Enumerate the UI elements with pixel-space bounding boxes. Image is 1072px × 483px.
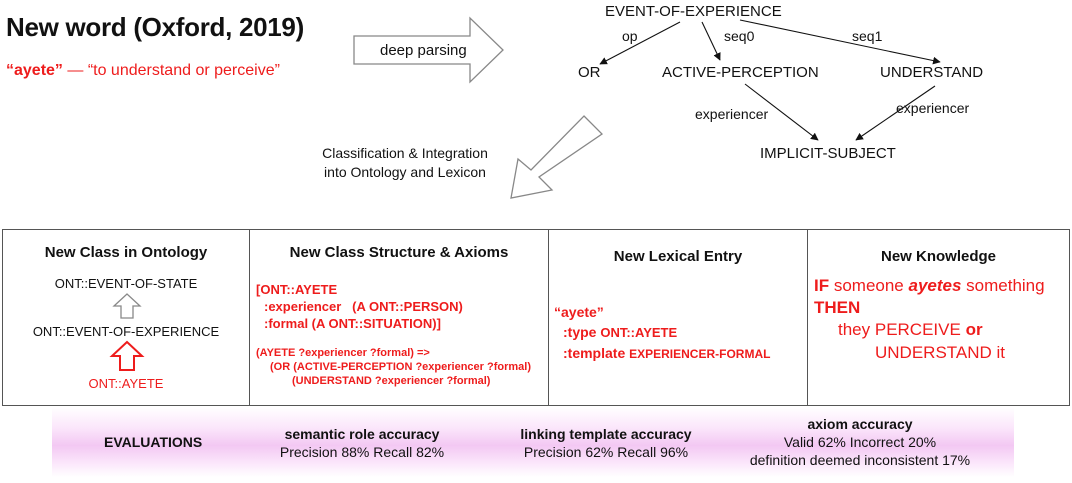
node-understand: UNDERSTAND bbox=[880, 64, 984, 81]
deep-parsing-arrow-icon bbox=[353, 16, 504, 84]
knowledge-understand: UNDERSTAND it bbox=[875, 343, 1006, 362]
semantic-role-title: semantic role accuracy bbox=[284, 426, 440, 442]
classification-line-2: into Ontology and Lexicon bbox=[324, 164, 486, 180]
definition-dash: — bbox=[62, 62, 88, 79]
ontology-new-class: ONT::AYETE bbox=[88, 376, 164, 391]
knowledge-something: something bbox=[961, 276, 1045, 295]
node-active-perception: ACTIVE-PERCEPTION bbox=[662, 64, 819, 81]
edge-experiencer-left-line bbox=[744, 83, 819, 141]
knowledge-if: IF bbox=[814, 276, 830, 295]
knowledge-they: they PERCEIVE bbox=[838, 320, 966, 339]
semantic-role-accuracy: semantic role accuracy Precision 88% Rec… bbox=[252, 425, 472, 461]
up-arrow-gray-icon bbox=[112, 293, 142, 319]
edge-label-experiencer-left: experiencer bbox=[695, 106, 769, 122]
lexical-type-line: :type ONT::AYETE bbox=[563, 324, 677, 340]
axiom-line-2: (OR (ACTIVE-PERCEPTION ?experiencer ?for… bbox=[270, 361, 531, 373]
lexical-template-key: :template bbox=[563, 345, 626, 361]
node-event-of-experience: EVENT-OF-EXPERIENCE bbox=[605, 3, 782, 20]
lexical-type-key: :type bbox=[563, 324, 597, 340]
edge-label-experiencer-right: experiencer bbox=[896, 100, 970, 116]
node-or: OR bbox=[578, 64, 601, 81]
panel-title-knowledge: New Knowledge bbox=[880, 248, 996, 265]
node-implicit-subject: IMPLICIT-SUBJECT bbox=[760, 145, 896, 162]
linking-template-values: Precision 62% Recall 96% bbox=[523, 444, 689, 460]
axiom-line-1: (AYETE ?experiencer ?formal) => bbox=[256, 347, 430, 359]
evaluations-label: EVALUATIONS bbox=[104, 434, 203, 450]
panel-new-knowledge: New Knowledge IF someone ayetes somethin… bbox=[807, 229, 1070, 406]
classification-arrow-icon bbox=[510, 115, 604, 199]
knowledge-or: or bbox=[965, 320, 983, 339]
panel-new-lexical-entry: New Lexical Entry “ayete” :type ONT::AYE… bbox=[548, 229, 808, 406]
panel-title-structure: New Class Structure & Axioms bbox=[289, 244, 509, 261]
edge-seq1-line bbox=[739, 19, 941, 65]
axiom-accuracy-line-1: Valid 62% Incorrect 20% bbox=[783, 434, 937, 450]
ontology-middle-class: ONT::EVENT-OF-EXPERIENCE bbox=[32, 324, 220, 339]
structure-line-2: :experiencer (A ONT::PERSON) bbox=[264, 299, 463, 314]
axiom-accuracy-title: axiom accuracy bbox=[807, 416, 913, 432]
edge-op-line bbox=[599, 21, 681, 65]
axiom-line-3: (UNDERSTAND ?experiencer ?formal) bbox=[292, 375, 491, 387]
lexical-type-value: ONT::AYETE bbox=[600, 325, 678, 340]
evaluations-band: EVALUATIONS semantic role accuracy Preci… bbox=[52, 407, 1014, 477]
edge-label-seq0: seq0 bbox=[724, 28, 755, 44]
knowledge-then: THEN bbox=[814, 298, 861, 317]
edge-label-seq1: seq1 bbox=[852, 28, 883, 44]
lexical-template-value: EXPERIENCER-FORMAL bbox=[629, 347, 771, 361]
structure-line-3: :formal (A ONT::SITUATION)] bbox=[264, 316, 441, 331]
knowledge-verb: ayetes bbox=[908, 276, 962, 295]
edge-experiencer-right-line bbox=[855, 85, 936, 141]
panel-title-lexical: New Lexical Entry bbox=[613, 248, 743, 265]
linking-template-title: linking template accuracy bbox=[520, 426, 692, 442]
lexical-template-line: :template EXPERIENCER-FORMAL bbox=[563, 345, 770, 361]
new-word: “ayete” bbox=[6, 62, 63, 79]
ontology-arrows bbox=[109, 293, 145, 371]
word-definition: “to understand or perceive” bbox=[87, 62, 280, 79]
ontology-parent-class: ONT::EVENT-OF-STATE bbox=[54, 276, 198, 291]
classification-line-1: Classification & Integration bbox=[322, 145, 488, 161]
panel-new-class-ontology: New Class in Ontology ONT::EVENT-OF-STAT… bbox=[2, 229, 250, 406]
knowledge-if-line: IF someone ayetes something bbox=[814, 276, 1045, 296]
axiom-accuracy-line-2: definition deemed inconsistent 17% bbox=[749, 452, 971, 468]
new-word-definition: “ayete” — “to understand or perceive” bbox=[6, 62, 280, 80]
panel-title-ontology: New Class in Ontology bbox=[44, 244, 208, 261]
structure-line-1: [ONT::AYETE bbox=[256, 282, 338, 297]
lexical-word: “ayete” bbox=[554, 304, 604, 320]
edge-seq0-line bbox=[701, 21, 721, 61]
semantic-role-values: Precision 88% Recall 82% bbox=[279, 444, 445, 460]
page-title: New word (Oxford, 2019) bbox=[6, 12, 304, 42]
panel-class-structure-axioms: New Class Structure & Axioms [ONT::AYETE… bbox=[249, 229, 549, 406]
knowledge-they-line: they PERCEIVE or bbox=[838, 320, 983, 340]
knowledge-someone: someone bbox=[829, 276, 909, 295]
axiom-accuracy: axiom accuracy Valid 62% Incorrect 20% d… bbox=[720, 415, 1000, 469]
up-arrow-red-icon bbox=[109, 340, 145, 371]
classification-label: Classification & Integration into Ontolo… bbox=[300, 144, 510, 182]
linking-template-accuracy: linking template accuracy Precision 62% … bbox=[494, 425, 718, 461]
deep-parsing-label: deep parsing bbox=[380, 42, 467, 59]
edge-label-op: op bbox=[622, 28, 638, 44]
